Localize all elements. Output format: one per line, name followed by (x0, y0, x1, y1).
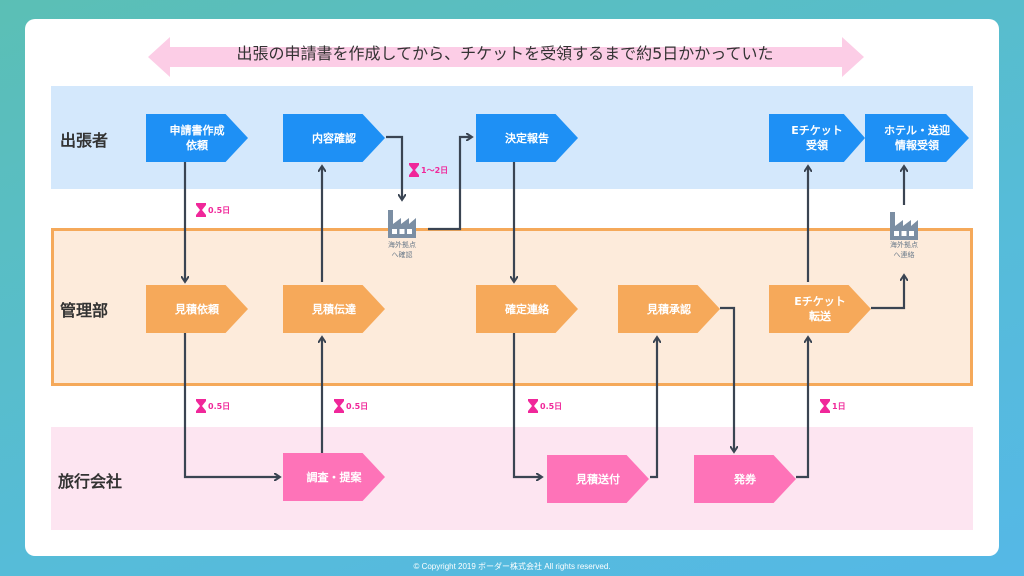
node-decision-report[interactable]: 決定報告 (476, 114, 578, 162)
node-research-proposal[interactable]: 調査・提案 (283, 453, 385, 501)
lane-label-traveler: 出張者 (60, 131, 109, 150)
timer-confirm-contact: 0.5日 (528, 399, 562, 413)
node-quote-transmit[interactable]: 見積伝達 (283, 285, 385, 333)
office-confirm-label: 海外拠点 へ確認 (388, 241, 416, 259)
office-contact-label: 海外拠点 へ連絡 (890, 241, 918, 259)
hourglass-icon (820, 399, 830, 413)
hourglass-icon (196, 399, 206, 413)
banner-title: 出張の申請書を作成してから、チケットを受領するまで約5日かかっていた (236, 44, 774, 63)
lane-label-agency: 旅行会社 (58, 472, 123, 491)
node-hotel-info-receipt[interactable]: ホテル・送迎 情報受領 (865, 114, 969, 162)
hourglass-icon (528, 399, 538, 413)
timer-ticketing: 1日 (820, 399, 846, 413)
node-quote-request[interactable]: 見積依頼 (146, 285, 248, 333)
node-quote-approval[interactable]: 見積承認 (618, 285, 720, 333)
node-application[interactable]: 申請書作成 依頼 (146, 114, 248, 162)
node-ticketing[interactable]: 発券 (694, 455, 796, 503)
hourglass-icon (196, 203, 206, 217)
factory-icon (388, 210, 416, 238)
node-confirm-contact[interactable]: 確定連絡 (476, 285, 578, 333)
node-content-check[interactable]: 内容確認 (283, 114, 385, 162)
node-eticket-forward[interactable]: Eチケット 転送 (769, 285, 871, 333)
factory-icon (890, 212, 918, 240)
copyright-footer: © Copyright 2019 ボーダー株式会社 All rights res… (413, 562, 611, 571)
banner-double-arrow (148, 37, 864, 77)
hourglass-icon (334, 399, 344, 413)
timer-overseas-confirm: 1〜2日 (409, 163, 448, 177)
hourglass-icon (409, 163, 419, 177)
lane-agency (51, 427, 973, 530)
lane-label-admin: 管理部 (60, 301, 109, 320)
timer-research: 0.5日 (334, 399, 368, 413)
timer-quote-request: 0.5日 (196, 399, 230, 413)
node-quote-send[interactable]: 見積送付 (547, 455, 649, 503)
timer-application: 0.5日 (196, 203, 230, 217)
node-eticket-receipt[interactable]: Eチケット 受領 (769, 114, 865, 162)
